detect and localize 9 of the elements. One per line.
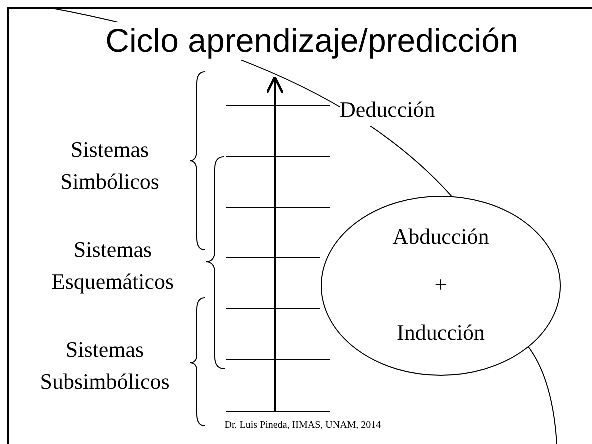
plus-sign: + [434, 272, 448, 298]
node-text: Abducción [392, 224, 490, 250]
node-text: Inducción [396, 320, 486, 346]
credit-note: Dr. Luis Pineda, IIMAS, UNAM, 2014 [224, 419, 382, 433]
process-ellipse [321, 196, 561, 376]
system-label: Sistemas Esquemáticos [50, 236, 176, 296]
system-label: Sistemas Subsimbólicos [39, 336, 171, 396]
system-label: Sistemas Simbólicos [59, 136, 160, 196]
slide-title: Ciclo aprendizaje/predicción [106, 22, 518, 60]
